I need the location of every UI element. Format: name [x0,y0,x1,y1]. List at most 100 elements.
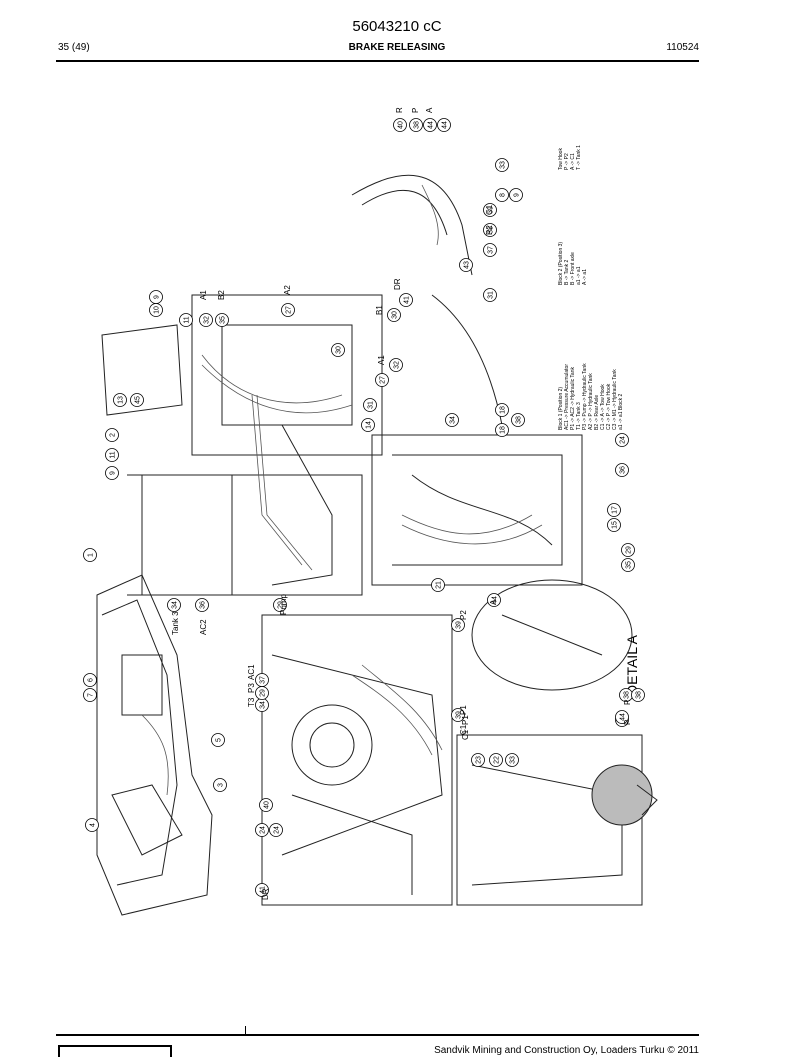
callout-bubble: 44 [437,118,451,132]
note-line: C2 -> P -> Tow Hook [606,383,612,430]
callout-circle [83,548,97,562]
callout-circle [483,223,497,237]
callout-number: 37 [488,246,495,254]
callout-circle [451,618,465,632]
side-label: Tank 3 [171,611,180,635]
side-label: P [623,720,632,725]
callout-group-left: 1765343436293429373939384424244041232233… [83,548,645,897]
callout-number: 4 [90,823,97,827]
callout-number: 9 [110,471,117,475]
detail-a-label: DETAIL A [624,634,640,695]
callout-number: 39 [488,206,495,214]
callout-bubble: 33 [495,158,509,172]
port-letter: A [425,107,434,113]
footer-rule [56,1034,699,1036]
side-label: C1 [459,724,468,735]
callout-bubble: 41 [399,293,413,307]
callout-bubble: 30 [331,343,345,357]
callout-circle [483,203,497,217]
callout-bubble: 34 [255,698,269,712]
callout-number: 27 [380,376,387,384]
callout-circle [85,818,99,832]
callout-number: 24 [274,826,281,834]
callout-number: 30 [336,346,343,354]
callout-circle [83,688,97,702]
callout-bubble: 2 [105,428,119,442]
callout-number: 38 [636,691,643,699]
callout-bubble: 7 [83,688,97,702]
callout-number: 44 [442,121,449,129]
callout-circle [607,503,621,517]
callout-number: 8 [500,193,507,197]
callout-number: 44 [620,713,627,721]
note-line: C3 -> M1 -> Hydraulic Tank [612,369,618,430]
callout-bubble: 10 [149,303,163,317]
callout-bubble: 30 [387,308,401,322]
callout-circle [199,313,213,327]
callout-bubble: 36 [195,598,209,612]
callout-circle [511,413,525,427]
callout-circle [331,343,345,357]
callout-number: 39 [456,621,463,629]
callout-circle [615,710,629,724]
callout-bubble: 34 [445,413,459,427]
callout-circle [615,463,629,477]
callout-circle [621,543,635,557]
callout-bubble: 18 [495,403,509,417]
callout-number: 2 [110,433,117,437]
note-line: T -> Tank 1 [576,145,582,170]
callout-circle [259,798,273,812]
callout-number: 39 [456,711,463,719]
callout-bubble: 31 [483,288,497,302]
callout-number: 35 [626,561,633,569]
callout-number: 34 [450,416,457,424]
callout-bubble: 29 [255,686,269,700]
side-label: A [489,599,498,605]
callout-number: 38 [624,691,631,699]
callout-circle [483,243,497,257]
callout-bubble: 39 [483,203,497,217]
callout-bubble: 38 [511,413,525,427]
callout-number: 33 [500,161,507,169]
callout-number: 7 [88,693,95,697]
callout-number: 15 [612,521,619,529]
port-letter: P2 [485,225,494,235]
port-letter: A1 [199,290,208,300]
callout-circle [211,733,225,747]
callout-number: 23 [476,756,483,764]
sandvik-logo [58,1045,172,1057]
side-label: R [623,699,632,705]
callout-number: 6 [88,678,95,682]
callout-circle [607,518,621,532]
note-line: A -> C1 [570,153,576,170]
callout-circle [445,413,459,427]
callout-bubble: 44 [487,593,501,607]
callout-bubble: 8 [495,188,509,202]
callout-number: 34 [172,601,179,609]
note-line: C1 -> A -> Tow Hook [600,384,606,430]
callout-circle [113,393,127,407]
callout-bubble: 44 [423,118,437,132]
callout-bubble: 15 [607,518,621,532]
side-label: P3 [247,683,256,693]
callout-circle [213,778,227,792]
callout-bubble: 31 [363,398,377,412]
callout-number: 38 [488,226,495,234]
port-letter: DR [393,278,402,290]
port-letter: R [395,107,404,113]
callout-bubble: 9 [509,188,523,202]
callout-circle [255,883,269,897]
callout-number: 31 [368,401,375,409]
callout-number: 45 [135,396,142,404]
note-line: T1 -> Tank 3 [576,402,582,430]
callout-circle [495,188,509,202]
callout-circle [269,823,283,837]
callout-circle [483,288,497,302]
callout-bubble: 44 [615,710,629,724]
callout-circle [105,448,119,462]
callout-bubble: 37 [255,673,269,687]
callout-number: 13 [118,396,125,404]
callout-circle [459,258,473,272]
callout-circle [471,753,485,767]
